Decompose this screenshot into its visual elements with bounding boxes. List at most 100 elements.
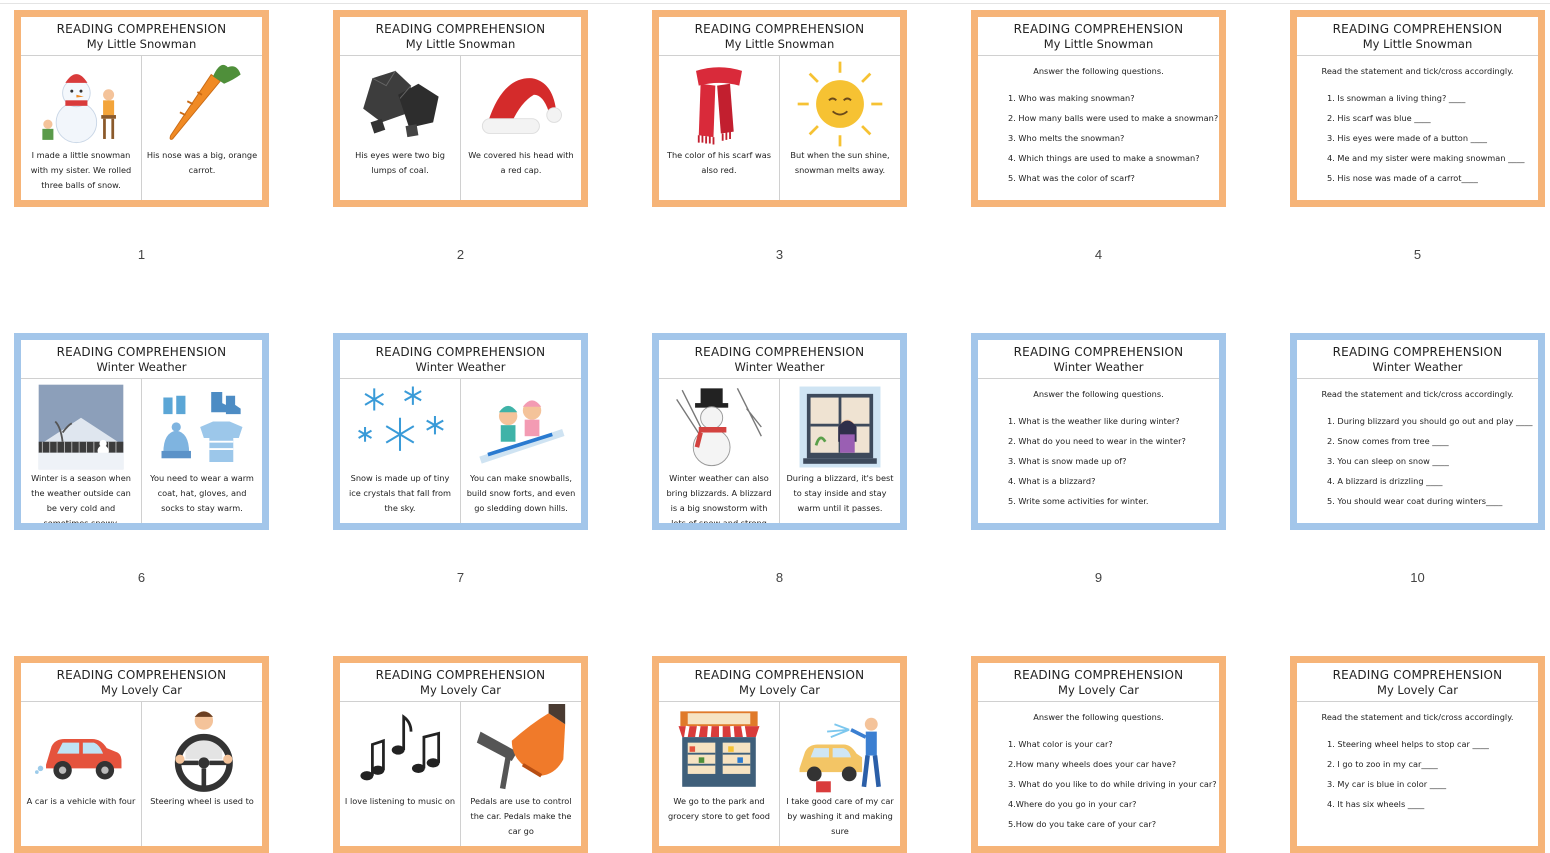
slide-title: READING COMPREHENSION xyxy=(56,668,227,682)
question-item: 3. What do you like to do while driving … xyxy=(1008,779,1217,789)
questions-heading: Answer the following questions. xyxy=(1033,389,1164,399)
slide-title: READING COMPREHENSION xyxy=(694,345,865,359)
slide-thumbnail-11[interactable]: READING COMPREHENSION My Lovely Car A ca… xyxy=(14,656,269,853)
panel-caption: Snow is made up of tiny ice crystals tha… xyxy=(348,473,452,513)
slide-card: READING COMPREHENSION My Lovely Car Answ… xyxy=(978,663,1219,846)
slide-panel: Steering wheel is used to xyxy=(141,702,262,846)
slide-subtitle: My Lovely Car xyxy=(739,683,820,697)
question-item: 5. You should wear coat during winters__… xyxy=(1327,496,1503,506)
slide-number-label: 5 xyxy=(1413,247,1422,262)
slide-thumbnail-7[interactable]: READING COMPREHENSION Winter Weather Sno… xyxy=(333,333,588,530)
panel-caption: I love listening to music on xyxy=(344,796,456,806)
questions-list: 1. Steering wheel helps to stop car ____… xyxy=(1297,734,1538,814)
slide-card: READING COMPREHENSION My Lovely Car A ca… xyxy=(21,663,262,846)
slide-thumbnail-1[interactable]: READING COMPREHENSION My Little Snowman … xyxy=(14,10,269,207)
slide-number-label: 8 xyxy=(775,570,784,585)
slide-card: READING COMPREHENSION My Little Snowman … xyxy=(978,17,1219,200)
panel-caption: A car is a vehicle with four xyxy=(26,796,136,806)
slide-header: READING COMPREHENSION Winter Weather xyxy=(978,340,1219,379)
question-item: 3. What is snow made up of? xyxy=(1008,456,1127,466)
sledding-kids-icon xyxy=(461,381,581,473)
car-wash-icon xyxy=(780,704,900,796)
slide-number-label: 10 xyxy=(1410,570,1425,585)
slide-number-label: 1 xyxy=(137,247,146,262)
grocery-store-icon xyxy=(659,704,779,796)
slide-thumbnail-9[interactable]: READING COMPREHENSION Winter Weather Ans… xyxy=(971,333,1226,530)
question-item: 5. What was the color of scarf? xyxy=(1008,173,1135,183)
panel-caption: The color of his scarf was also red. xyxy=(666,150,772,175)
slide-thumbnail-8[interactable]: READING COMPREHENSION Winter Weather Win… xyxy=(652,333,907,530)
question-item: 5.How do you take care of your car? xyxy=(1008,819,1157,829)
slide-card: READING COMPREHENSION My Lovely Car I lo… xyxy=(340,663,581,846)
question-item: 2.How many wheels does your car have? xyxy=(1008,759,1177,769)
slide-panels: Winter weather can also bring blizzards.… xyxy=(659,379,900,523)
slide-panel: I made a little snowman with my sister. … xyxy=(21,56,141,200)
slide-panel: Winter is a season when the weather outs… xyxy=(21,379,141,523)
slide-thumbnail-6[interactable]: READING COMPREHENSION Winter Weather Win… xyxy=(14,333,269,530)
slide-subtitle: Winter Weather xyxy=(1372,360,1463,374)
question-item: 4. A blizzard is drizzling ____ xyxy=(1327,476,1443,486)
questions-heading: Read the statement and tick/cross accord… xyxy=(1321,389,1514,399)
slide-header: READING COMPREHENSION My Lovely Car xyxy=(978,663,1219,702)
slide-subtitle: Winter Weather xyxy=(415,360,506,374)
slide-number-label: 6 xyxy=(137,570,146,585)
slide-panel: The color of his scarf was also red. xyxy=(659,56,779,200)
slide-panels: I made a little snowman with my sister. … xyxy=(21,56,262,200)
question-item: 4. Me and my sister were making snowman … xyxy=(1327,153,1525,163)
slide-panel: I love listening to music on xyxy=(340,702,460,846)
question-item: 3. Who melts the snowman? xyxy=(1008,133,1125,143)
slide-subtitle: Winter Weather xyxy=(96,360,187,374)
slide-subtitle: My Lovely Car xyxy=(420,683,501,697)
question-item: 3. His eyes were made of a button ____ xyxy=(1327,133,1487,143)
window-girl-icon xyxy=(780,381,900,473)
questions-list: 1. During blizzard you should go out and… xyxy=(1297,411,1538,511)
slide-title: READING COMPREHENSION xyxy=(56,345,227,359)
slide-subtitle: My Little Snowman xyxy=(1043,37,1154,51)
slide-questions: Read the statement and tick/cross accord… xyxy=(1297,379,1538,523)
question-item: 2. Snow comes from tree ____ xyxy=(1327,436,1449,446)
slide-card: READING COMPREHENSION Winter Weather Win… xyxy=(659,340,900,523)
slide-panel: We covered his head with a red cap. xyxy=(460,56,581,200)
slide-questions: Answer the following questions. 1. What … xyxy=(978,702,1219,846)
slide-thumbnail-12[interactable]: READING COMPREHENSION My Lovely Car I lo… xyxy=(333,656,588,853)
slide-card: READING COMPREHENSION Winter Weather Ans… xyxy=(978,340,1219,523)
slide-subtitle: Winter Weather xyxy=(1053,360,1144,374)
music-notes-icon xyxy=(340,704,460,796)
panel-caption: I take good care of my car by washing it… xyxy=(786,796,894,836)
question-item: 2. His scarf was blue ____ xyxy=(1327,113,1431,123)
slide-number-label: 4 xyxy=(1094,247,1103,262)
question-item: 2. I go to zoo in my car____ xyxy=(1327,759,1438,769)
question-item: 1. Is snowman a living thing? ____ xyxy=(1327,93,1466,103)
slide-thumbnail-2[interactable]: READING COMPREHENSION My Little Snowman … xyxy=(333,10,588,207)
questions-list: 1. Who was making snowman?2. How many ba… xyxy=(978,88,1219,188)
slide-thumbnail-4[interactable]: READING COMPREHENSION My Little Snowman … xyxy=(971,10,1226,207)
panel-caption: Steering wheel is used to xyxy=(150,796,254,806)
slide-thumbnail-5[interactable]: READING COMPREHENSION My Little Snowman … xyxy=(1290,10,1545,207)
question-item: 1. During blizzard you should go out and… xyxy=(1327,416,1533,426)
slide-title: READING COMPREHENSION xyxy=(1332,345,1503,359)
panel-caption: Pedals are use to control the car. Pedal… xyxy=(470,796,572,836)
question-item: 5. Write some activities for winter. xyxy=(1008,496,1149,506)
slide-thumbnail-15[interactable]: READING COMPREHENSION My Lovely Car Read… xyxy=(1290,656,1545,853)
slide-header: READING COMPREHENSION My Little Snowman xyxy=(659,17,900,56)
slide-thumbnail-3[interactable]: READING COMPREHENSION My Little Snowman … xyxy=(652,10,907,207)
slide-panels: I love listening to music on Pedals are … xyxy=(340,702,581,846)
question-item: 1. Steering wheel helps to stop car ____ xyxy=(1327,739,1489,749)
car-icon xyxy=(21,704,141,796)
santa-hat-icon xyxy=(461,58,581,150)
questions-heading: Read the statement and tick/cross accord… xyxy=(1321,66,1514,76)
slide-thumbnail-13[interactable]: READING COMPREHENSION My Lovely Car We g… xyxy=(652,656,907,853)
slide-title: READING COMPREHENSION xyxy=(1013,345,1184,359)
scarf-icon xyxy=(659,58,779,150)
panel-caption: We go to the park and grocery store to g… xyxy=(667,796,771,821)
slide-thumbnail-14[interactable]: READING COMPREHENSION My Lovely Car Answ… xyxy=(971,656,1226,853)
panel-caption: His eyes were two big lumps of coal. xyxy=(355,150,445,175)
slide-title: READING COMPREHENSION xyxy=(375,22,546,36)
blizzard-snowman-icon xyxy=(659,381,779,473)
question-item: 3. My car is blue in color ____ xyxy=(1327,779,1447,789)
slide-title: READING COMPREHENSION xyxy=(1332,668,1503,682)
questions-list: 1. What is the weather like during winte… xyxy=(978,411,1219,511)
slide-header: READING COMPREHENSION My Little Snowman xyxy=(21,17,262,56)
question-item: 3. You can sleep on snow ____ xyxy=(1327,456,1449,466)
slide-thumbnail-10[interactable]: READING COMPREHENSION Winter Weather Rea… xyxy=(1290,333,1545,530)
